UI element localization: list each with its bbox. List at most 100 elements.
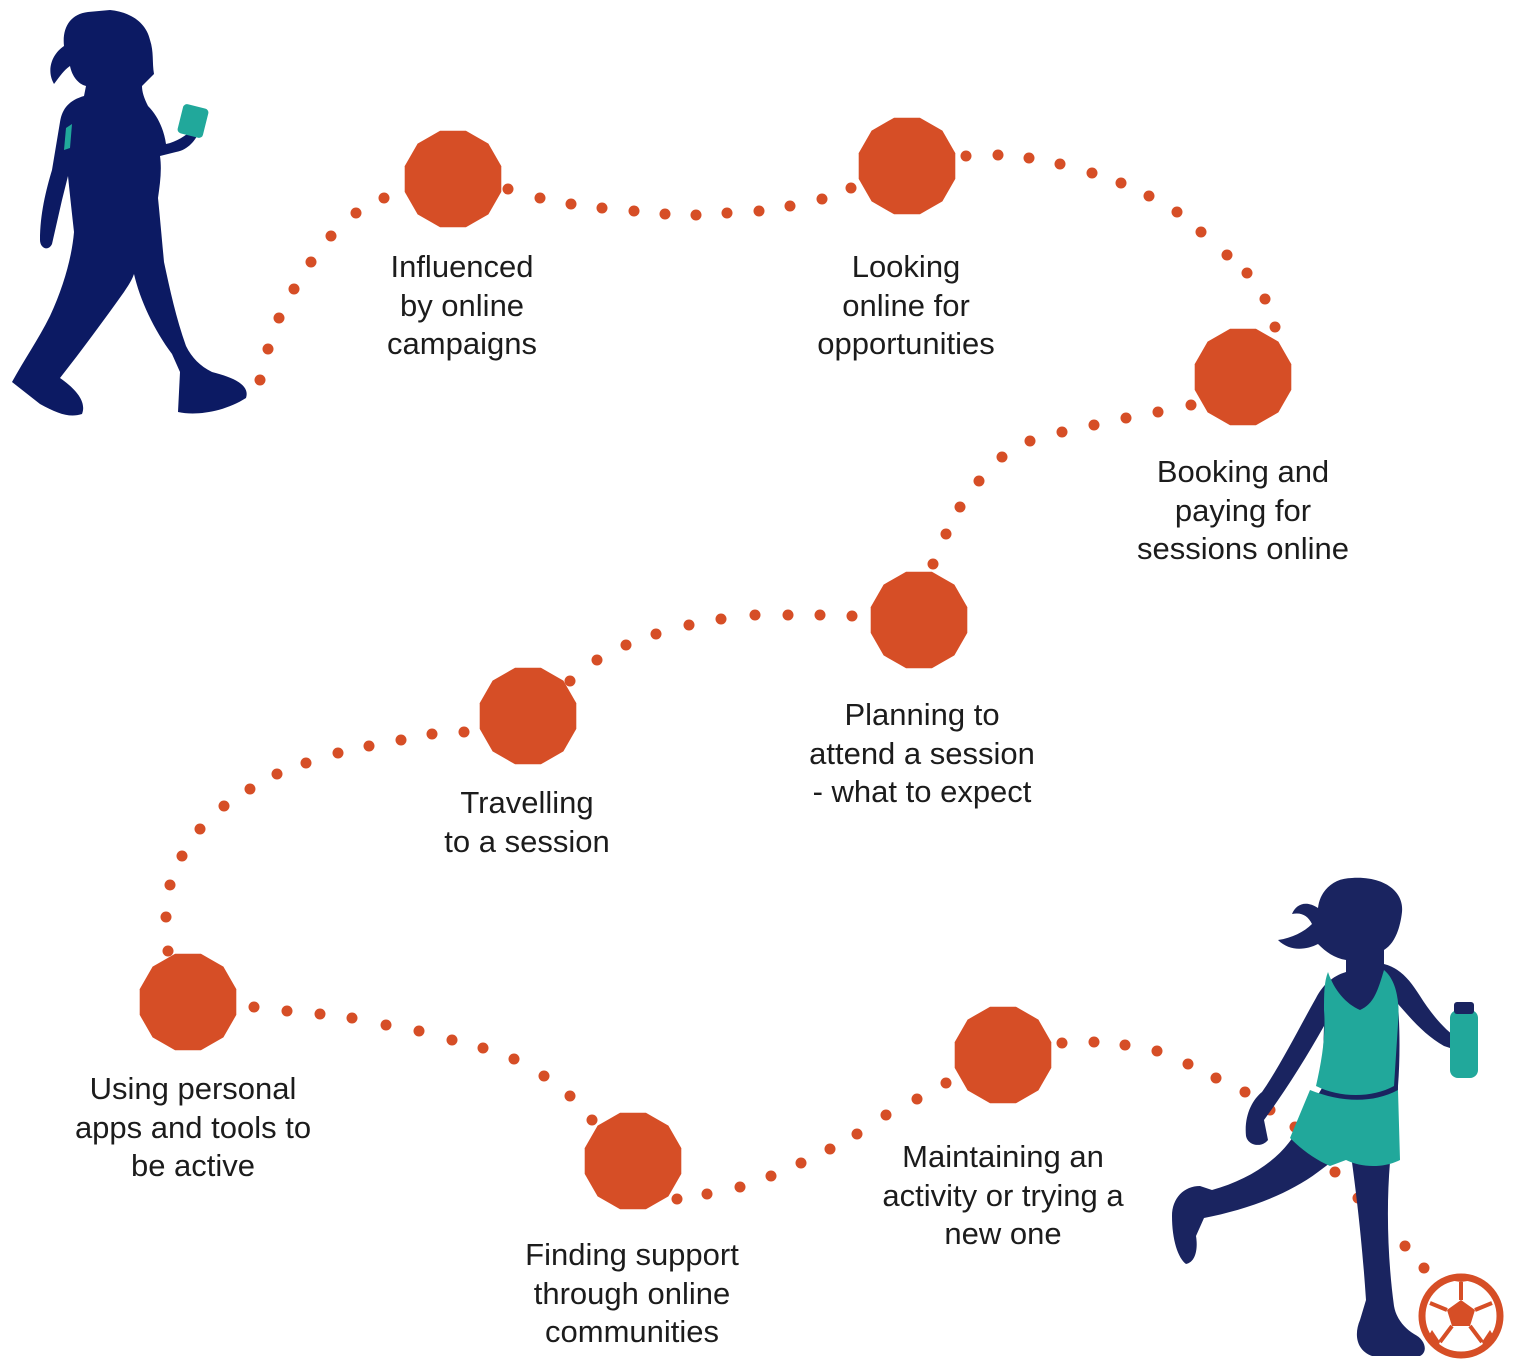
path-dot [363, 740, 375, 752]
path-dot [164, 879, 176, 891]
path-dot [508, 1053, 520, 1065]
path-dot [1119, 1039, 1131, 1051]
path-dot [880, 1109, 892, 1121]
path-dot [218, 800, 230, 812]
path-dot [749, 609, 761, 621]
path-dot [1259, 293, 1271, 305]
path-dot [395, 734, 407, 746]
path-dot [683, 619, 695, 631]
step-marker-travelling [479, 667, 577, 765]
path-dot [701, 1188, 713, 1200]
path-dot [996, 451, 1008, 463]
path-dot [271, 768, 283, 780]
path-dot [426, 728, 438, 740]
path-dot [538, 1070, 550, 1082]
path-dot [176, 850, 188, 862]
path-dot [1210, 1072, 1222, 1084]
path-dot [765, 1170, 777, 1182]
step-label-personal-apps: Using personal apps and tools to be acti… [74, 1071, 312, 1183]
path-dot [564, 675, 576, 687]
path-dot [973, 475, 985, 487]
path-dot [591, 654, 603, 666]
step-marker-planning [870, 571, 968, 669]
path-dot [1086, 167, 1098, 179]
path-dot [325, 230, 337, 242]
path-dot [565, 198, 577, 210]
path-dot [160, 911, 172, 923]
path-dot [690, 209, 702, 221]
path-dot [273, 312, 285, 324]
path-dot [628, 205, 640, 217]
path-dot [1054, 158, 1066, 170]
step-label-travelling: Travelling to a session [444, 785, 610, 859]
step-label-booking: Booking and paying for sessions online [1137, 454, 1349, 566]
woman-running-with-water-bottle-icon [1172, 877, 1478, 1356]
path-dot [846, 610, 858, 622]
path-dot [1171, 206, 1183, 218]
path-dot [721, 207, 733, 219]
path-dot [1024, 435, 1036, 447]
path-dot [940, 1077, 952, 1089]
step-marker-maintaining [954, 1006, 1052, 1104]
path-dot [378, 192, 390, 204]
path-dot [248, 1001, 260, 1013]
path-dot [244, 783, 256, 795]
path-dot [596, 202, 608, 214]
path-dot [332, 747, 344, 759]
path-dot [1088, 419, 1100, 431]
path-dot [1329, 1166, 1341, 1178]
path-dot [845, 182, 857, 194]
football-icon [1418, 1273, 1504, 1359]
path-dot [1241, 267, 1253, 279]
path-dot [380, 1019, 392, 1031]
path-dot [814, 609, 826, 621]
path-dot [960, 150, 972, 162]
path-dot [446, 1034, 458, 1046]
path-dot [477, 1042, 489, 1054]
path-dot [671, 1193, 683, 1205]
path-dot [992, 149, 1004, 161]
step-label-influenced: Influenced by online campaigns [387, 249, 537, 361]
path-dot [1239, 1086, 1251, 1098]
path-dot [715, 613, 727, 625]
path-dot [1185, 399, 1197, 411]
path-dot [413, 1025, 425, 1037]
path-dot [1151, 1045, 1163, 1057]
path-dot [288, 283, 300, 295]
path-dot [734, 1181, 746, 1193]
path-dot [851, 1128, 863, 1140]
path-dot [753, 205, 765, 217]
path-dot [346, 1012, 358, 1024]
path-dot [1269, 321, 1281, 333]
path-dot [262, 343, 274, 355]
path-dot [824, 1143, 836, 1155]
path-dot [350, 207, 362, 219]
step-label-looking: Looking online for opportunities [817, 249, 995, 361]
step-label-planning: Planning to attend a session - what to e… [809, 697, 1035, 809]
woman-walking-with-phone-icon [12, 10, 247, 416]
path-dot [1056, 426, 1068, 438]
step-marker-looking [858, 117, 956, 215]
path-dot [940, 528, 952, 540]
step-marker-influenced [404, 130, 502, 228]
path-dot [784, 200, 796, 212]
path-dot [1023, 152, 1035, 164]
path-dot [782, 609, 794, 621]
path-dot [1143, 190, 1155, 202]
path-dot [795, 1157, 807, 1169]
path-dot [1221, 249, 1233, 261]
path-dot [586, 1114, 598, 1126]
path-dot [620, 639, 632, 651]
path-dot [534, 192, 546, 204]
path-dot [650, 628, 662, 640]
path-dot [1399, 1240, 1411, 1252]
path-dot [1195, 226, 1207, 238]
step-marker-personal-apps [139, 953, 237, 1051]
step-marker-booking [1194, 328, 1292, 426]
path-dot [1182, 1058, 1194, 1070]
path-dot [1120, 412, 1132, 424]
path-dot [1056, 1037, 1068, 1049]
dotted-path [160, 149, 1430, 1274]
